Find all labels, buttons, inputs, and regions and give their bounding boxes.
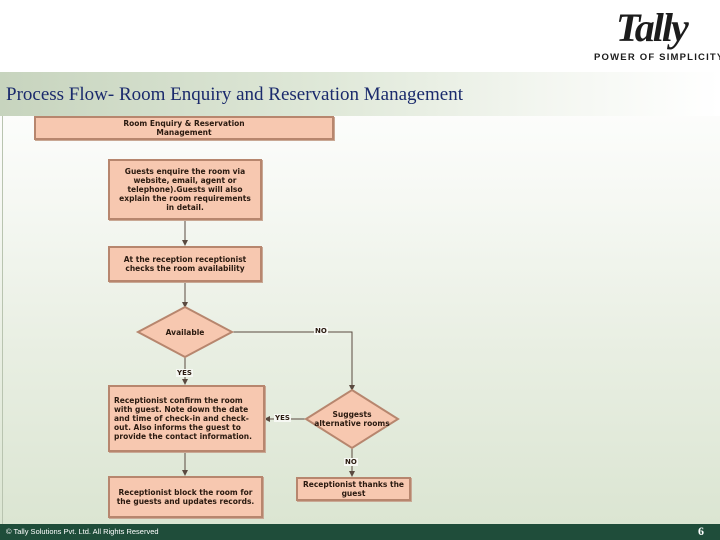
footer-bar <box>0 524 720 540</box>
suggest-diamond <box>304 388 400 450</box>
left-divider <box>2 116 3 524</box>
check-availability-label: At the reception receptionist checks the… <box>123 255 247 273</box>
copyright-text: © Tally Solutions Pvt. Ltd. All Rights R… <box>6 527 159 536</box>
suggest-diamond-label: Suggests alternative rooms <box>314 410 390 428</box>
label-yes-suggest: YES <box>274 414 291 422</box>
logo-wordmark: Tally <box>616 5 689 50</box>
title-bar <box>0 72 720 116</box>
available-diamond <box>135 305 235 359</box>
arrow-available-no <box>232 331 355 391</box>
check-availability-box: At the reception receptionist checks the… <box>108 246 262 282</box>
label-no-available: NO <box>314 327 328 335</box>
page-title: Process Flow- Room Enquiry and Reservati… <box>6 84 463 105</box>
thanks-box: Receptionist thanks the guest <box>296 477 411 501</box>
label-no-suggest: NO <box>344 458 358 466</box>
logo-tagline: POWER OF SIMPLICITY <box>594 52 720 63</box>
confirm-room-box: Receptionist confirm the room with guest… <box>108 385 265 452</box>
tally-logo: Tally POWER OF SIMPLICITY <box>588 4 720 66</box>
block-room-box: Receptionist block the room for the gues… <box>108 476 263 518</box>
enquire-box: Guests enquire the room via website, ema… <box>108 159 262 220</box>
available-diamond-label: Available <box>165 328 205 337</box>
start-box-label: Room Enquiry & Reservation Management <box>123 119 245 137</box>
thanks-box-label: Receptionist thanks the guest <box>302 480 405 498</box>
label-yes-available: YES <box>176 369 193 377</box>
enquire-box-label: Guests enquire the room via website, ema… <box>119 167 251 212</box>
start-box: Room Enquiry & Reservation Management <box>34 116 334 140</box>
confirm-room-label: Receptionist confirm the room with guest… <box>114 396 252 441</box>
block-room-label: Receptionist block the room for the gues… <box>116 488 255 506</box>
slide-number: 6 <box>698 524 704 538</box>
